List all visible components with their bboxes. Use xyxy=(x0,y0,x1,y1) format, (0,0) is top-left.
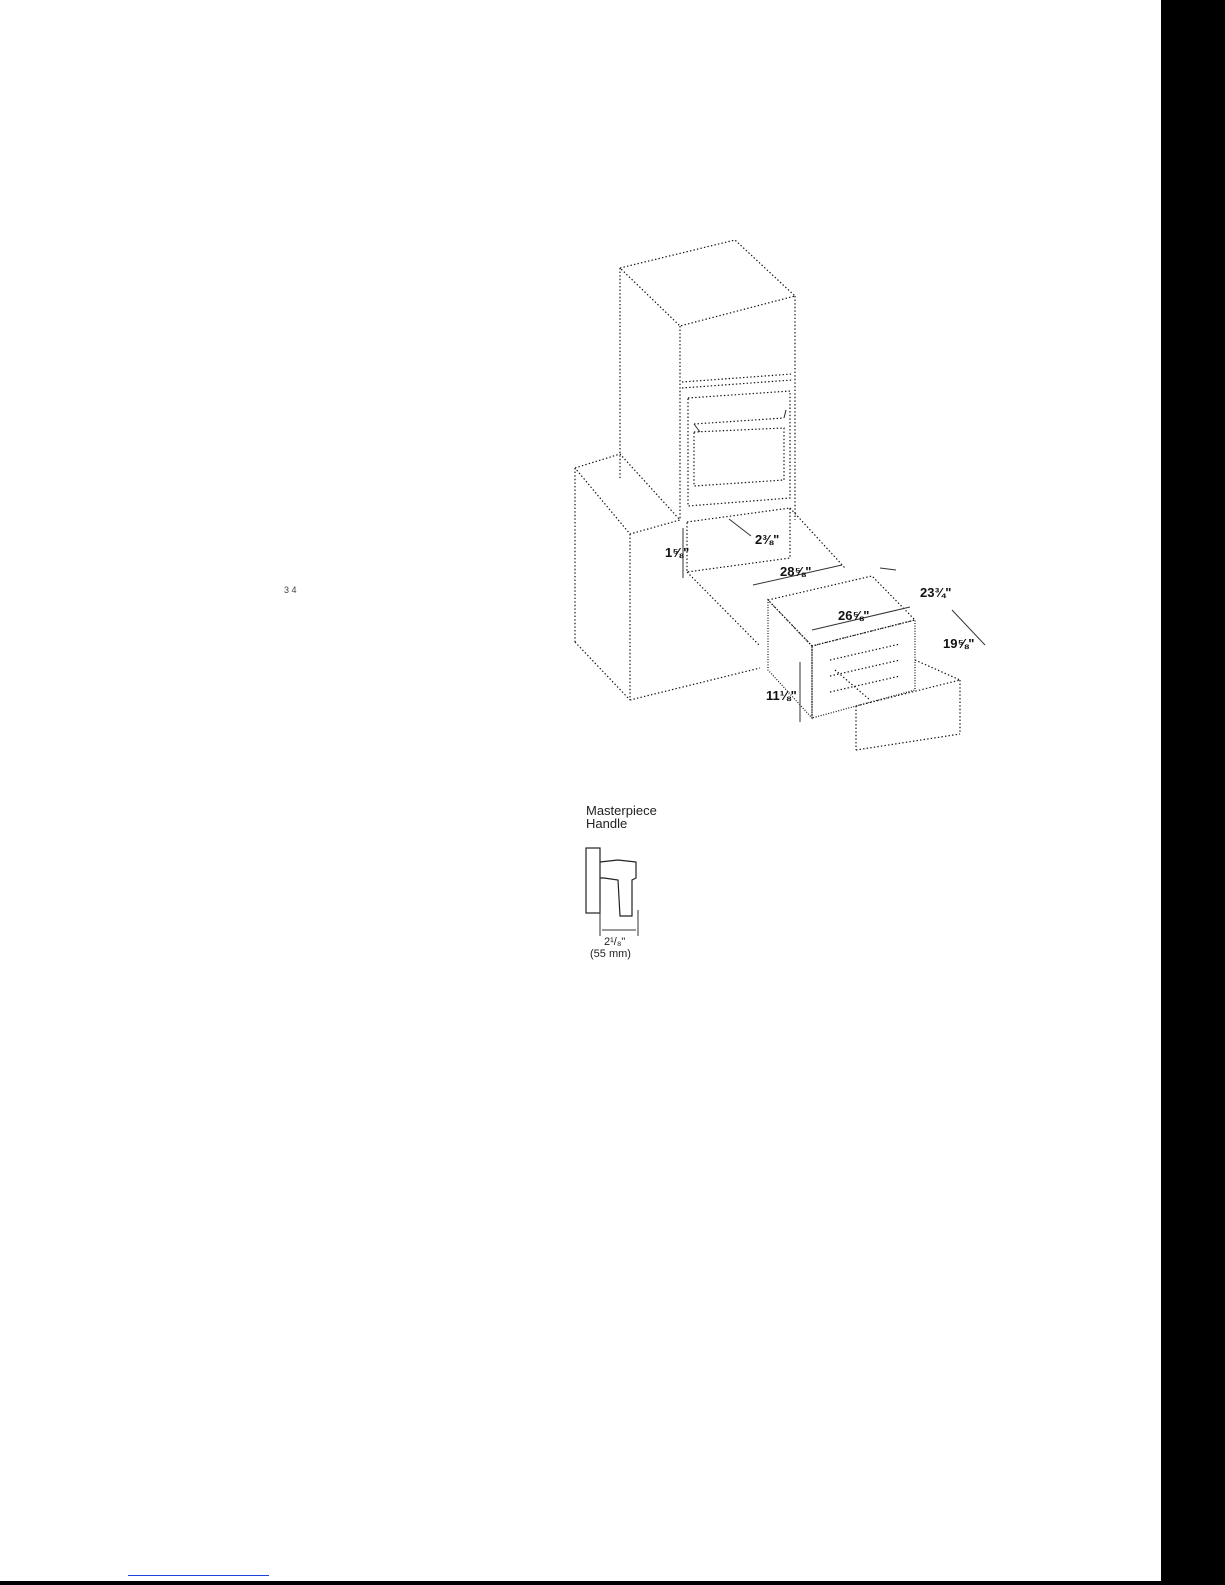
handle-dim-mm: (55 mm) xyxy=(590,948,631,960)
handle-title-line2: Handle xyxy=(586,817,657,830)
dim-label-7: 11⅛" xyxy=(766,688,797,703)
handle-title: Masterpiece Handle xyxy=(586,804,657,830)
handle-profile xyxy=(586,848,638,936)
drawer-front-panel xyxy=(856,660,960,750)
dim-label-6: 19⅝" xyxy=(943,636,974,651)
wall-oven xyxy=(682,374,792,506)
dim-label-3: 28⅝" xyxy=(780,564,811,579)
cutout-opening xyxy=(687,508,845,646)
dim-label-5: 26⅝" xyxy=(838,608,869,623)
dim-label-2: 1⅝" xyxy=(665,545,689,560)
handle-dim-inch: 2¹/₈" xyxy=(604,936,625,948)
dim-label-1: 2⅜" xyxy=(755,532,779,547)
base-cabinet xyxy=(575,454,760,700)
dim-label-4: 23¾" xyxy=(920,585,951,600)
